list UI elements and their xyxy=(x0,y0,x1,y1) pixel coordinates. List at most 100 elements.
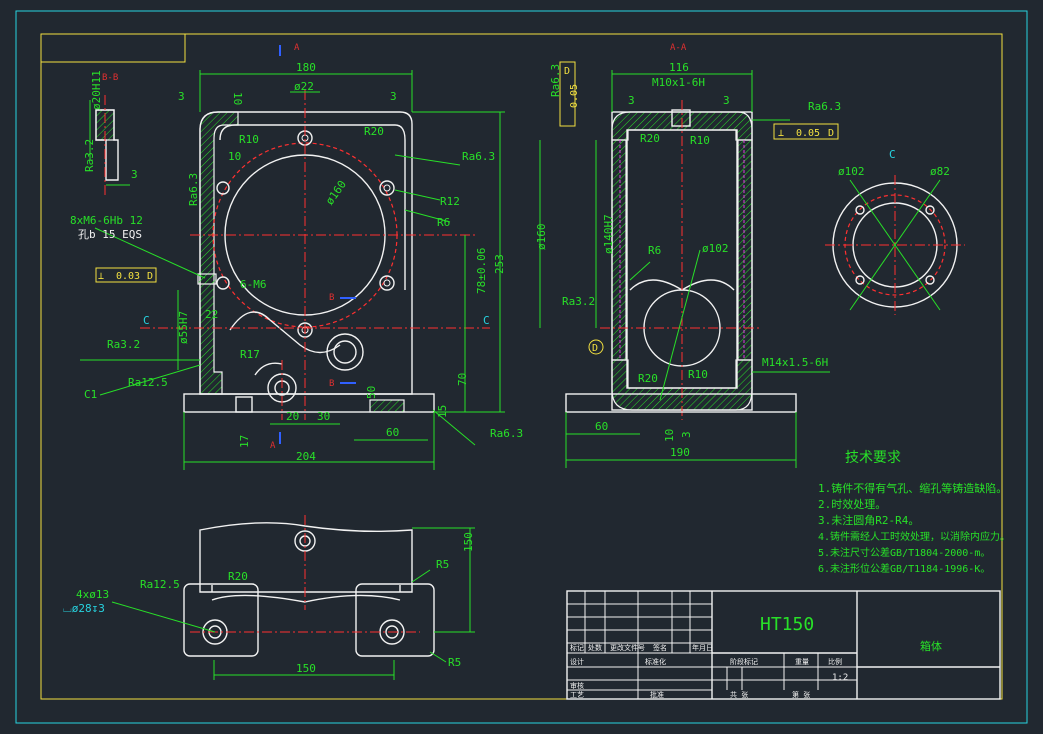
svg-text:22: 22 xyxy=(205,308,218,321)
svg-text:重量: 重量 xyxy=(795,658,809,666)
svg-text:Ra12.5: Ra12.5 xyxy=(128,376,168,389)
svg-text:A-A: A-A xyxy=(670,43,687,53)
svg-text:R10: R10 xyxy=(690,134,710,147)
svg-text:年月日: 年月日 xyxy=(692,643,713,652)
svg-text:116: 116 xyxy=(669,61,689,74)
svg-text:D: D xyxy=(564,66,570,77)
svg-text:C1: C1 xyxy=(84,388,97,401)
svg-text:⊥: ⊥ xyxy=(778,128,784,139)
svg-text:⊥: ⊥ xyxy=(98,271,104,282)
svg-text:第 张: 第 张 xyxy=(792,690,810,699)
svg-text:处数: 处数 xyxy=(588,643,602,652)
svg-text:ø22: ø22 xyxy=(294,80,314,93)
outer-border xyxy=(15,10,1028,724)
svg-text:B: B xyxy=(329,293,334,303)
svg-text:R6: R6 xyxy=(648,244,661,257)
svg-text:孔b 15 EQS: 孔b 15 EQS xyxy=(78,228,142,241)
svg-text:R6: R6 xyxy=(437,216,450,229)
svg-text:标准化: 标准化 xyxy=(645,657,666,666)
svg-text:B-B: B-B xyxy=(102,73,118,83)
svg-text:C: C xyxy=(889,148,896,161)
svg-text:8xM6-6Hb 12: 8xM6-6Hb 12 xyxy=(70,214,143,227)
svg-text:R10: R10 xyxy=(688,368,708,381)
svg-text:150: 150 xyxy=(296,662,316,675)
svg-text:R12: R12 xyxy=(440,195,460,208)
technical-requirements: 技术要求 1.铸件不得有气孔、缩孔等铸造缺陷。 2.时效处理。 3.未注圆角R2… xyxy=(818,450,1010,575)
svg-text:Ra3.2: Ra3.2 xyxy=(107,338,140,351)
section-aa: A-A 116 M10x1-6H 3 3 R20 R10 Ra6.3 ⊥ 0.0… xyxy=(535,43,841,468)
svg-text:ø20H11: ø20H11 xyxy=(90,70,103,110)
svg-text:审核: 审核 xyxy=(570,681,584,690)
svg-text:Ra6.3: Ra6.3 xyxy=(462,150,495,163)
svg-text:Ra3.2: Ra3.2 xyxy=(562,295,595,308)
svg-text:ø160: ø160 xyxy=(323,178,349,207)
svg-text:阶段标记: 阶段标记 xyxy=(730,657,758,666)
svg-text:R20: R20 xyxy=(228,570,248,583)
svg-text:ø82: ø82 xyxy=(930,165,950,178)
section-bb: B-B ø20H11 Ra3.2 3 Ra6.3 xyxy=(83,70,200,206)
svg-text:Ra3.2: Ra3.2 xyxy=(83,139,96,172)
svg-text:R20: R20 xyxy=(640,132,660,145)
svg-text:4xø13: 4xø13 xyxy=(76,588,109,601)
svg-text:HT150: HT150 xyxy=(760,614,814,635)
svg-text:C: C xyxy=(143,314,150,327)
svg-text:ø102: ø102 xyxy=(702,242,729,255)
drawing-frame xyxy=(40,33,1003,700)
front-view xyxy=(80,45,505,470)
svg-text:ø102: ø102 xyxy=(838,165,865,178)
title-block: HT150 箱体 1:2 标记 处数 更改文件号 签名 年月日 设计 标准化 审… xyxy=(566,590,1001,700)
svg-text:10: 10 xyxy=(228,150,241,163)
svg-text:标记: 标记 xyxy=(570,643,584,652)
svg-text:Ra12.5: Ra12.5 xyxy=(140,578,180,591)
svg-text:R20: R20 xyxy=(364,125,384,138)
svg-text:B: B xyxy=(329,379,334,389)
svg-text:1.铸件不得有气孔、缩孔等铸造缺陷。: 1.铸件不得有气孔、缩孔等铸造缺陷。 xyxy=(818,481,1007,495)
svg-text:3: 3 xyxy=(723,94,730,107)
svg-text:15: 15 xyxy=(436,405,449,418)
svg-text:ø160: ø160 xyxy=(535,224,548,251)
svg-text:3: 3 xyxy=(131,168,138,181)
svg-text:4.铸件需经人工时效处理，以消除内应力。: 4.铸件需经人工时效处理，以消除内应力。 xyxy=(818,530,1010,543)
svg-text:3: 3 xyxy=(390,90,397,103)
svg-text:D: D xyxy=(147,271,153,282)
svg-text:60: 60 xyxy=(386,426,399,439)
svg-text:3: 3 xyxy=(178,90,185,103)
svg-text:设计: 设计 xyxy=(570,657,584,666)
svg-text:⌴ø28↧3: ⌴ø28↧3 xyxy=(63,602,105,615)
svg-text:M10x1-6H: M10x1-6H xyxy=(652,76,705,89)
svg-text:A: A xyxy=(270,441,276,451)
svg-text:0.05: 0.05 xyxy=(796,128,820,139)
svg-text:5.未注尺寸公差GB/T1804-2000-m。: 5.未注尺寸公差GB/T1804-2000-m。 xyxy=(818,546,990,559)
svg-text:60: 60 xyxy=(595,420,608,433)
svg-text:Ra6.3: Ra6.3 xyxy=(490,427,523,440)
svg-text:253: 253 xyxy=(493,254,506,274)
svg-text:ø140H7: ø140H7 xyxy=(602,214,615,254)
svg-text:技术要求: 技术要求 xyxy=(845,450,901,466)
svg-text:D: D xyxy=(828,128,834,139)
svg-text:Ra6.3: Ra6.3 xyxy=(808,100,841,113)
svg-text:工艺: 工艺 xyxy=(570,691,584,699)
svg-text:共 张: 共 张 xyxy=(730,690,748,699)
svg-text:R5: R5 xyxy=(436,558,449,571)
svg-text:1:2: 1:2 xyxy=(832,673,848,683)
svg-text:30: 30 xyxy=(317,410,330,423)
svg-text:A: A xyxy=(294,43,300,53)
svg-text:R5: R5 xyxy=(448,656,461,669)
svg-text:2.时效处理。: 2.时效处理。 xyxy=(818,497,886,511)
svg-text:150: 150 xyxy=(462,532,475,552)
view-c: C ø102 ø82 xyxy=(825,148,965,315)
svg-text:C: C xyxy=(483,314,490,327)
svg-text:M14x1.5-6H: M14x1.5-6H xyxy=(762,356,828,369)
svg-text:0.03: 0.03 xyxy=(116,271,140,282)
svg-text:R10: R10 xyxy=(239,133,259,146)
svg-text:批准: 批准 xyxy=(650,690,664,699)
svg-text:3.未注圆角R2-R4。: 3.未注圆角R2-R4。 xyxy=(818,513,919,527)
svg-text:3: 3 xyxy=(628,94,635,107)
svg-text:70: 70 xyxy=(456,373,469,386)
svg-text:Ra6.3: Ra6.3 xyxy=(549,64,562,97)
svg-text:190: 190 xyxy=(670,446,690,459)
front-dims: 180 ø22 3 10 3 R10 R20 Ra6.3 10 ø160 R12… xyxy=(70,43,523,463)
svg-text:17: 17 xyxy=(238,435,251,448)
svg-text:78±0.06: 78±0.06 xyxy=(475,248,488,294)
